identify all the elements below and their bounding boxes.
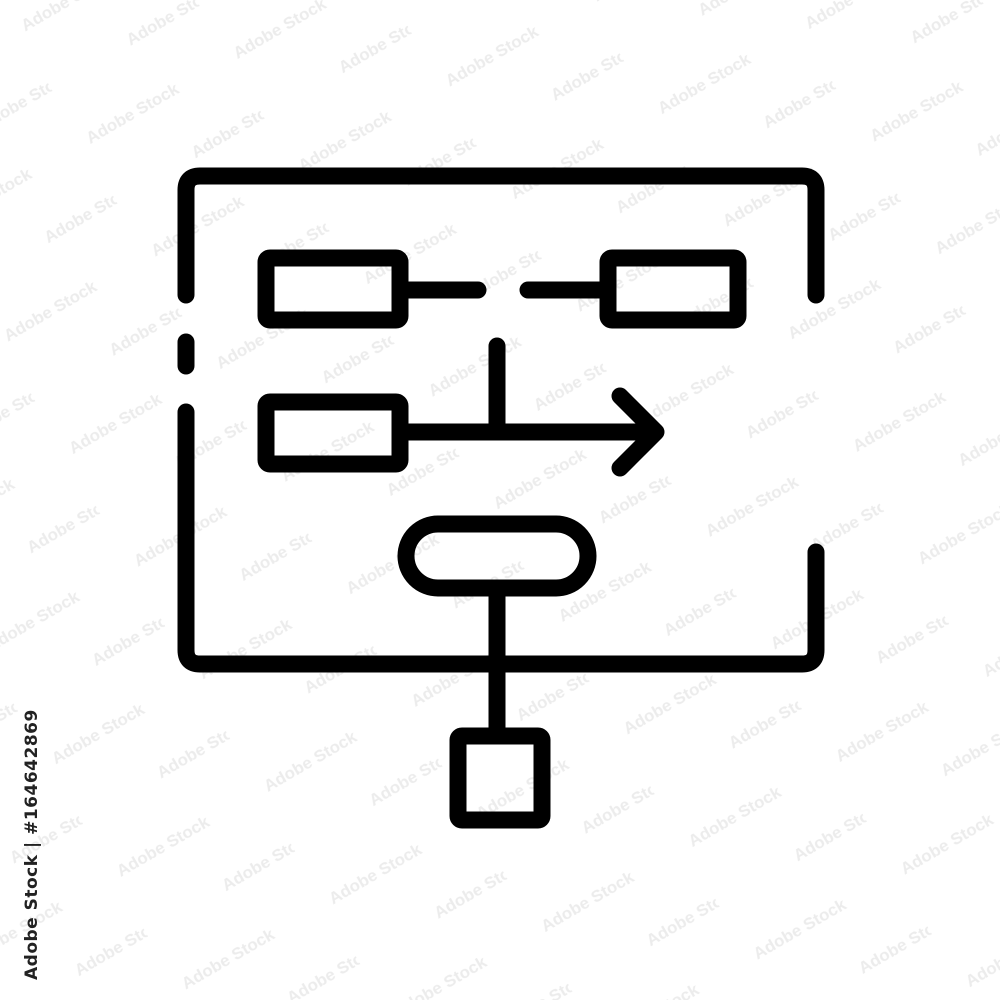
process-box-bottom <box>449 727 551 829</box>
arrow-head-icon <box>611 387 665 477</box>
process-box-top-right <box>599 249 747 329</box>
terminator-pill <box>397 515 597 597</box>
process-box-top-left <box>257 249 409 329</box>
stock-id-label: Adobe Stock | #164642869 <box>22 709 42 980</box>
board-frame-top <box>177 167 825 304</box>
process-box-middle-left <box>257 393 409 473</box>
